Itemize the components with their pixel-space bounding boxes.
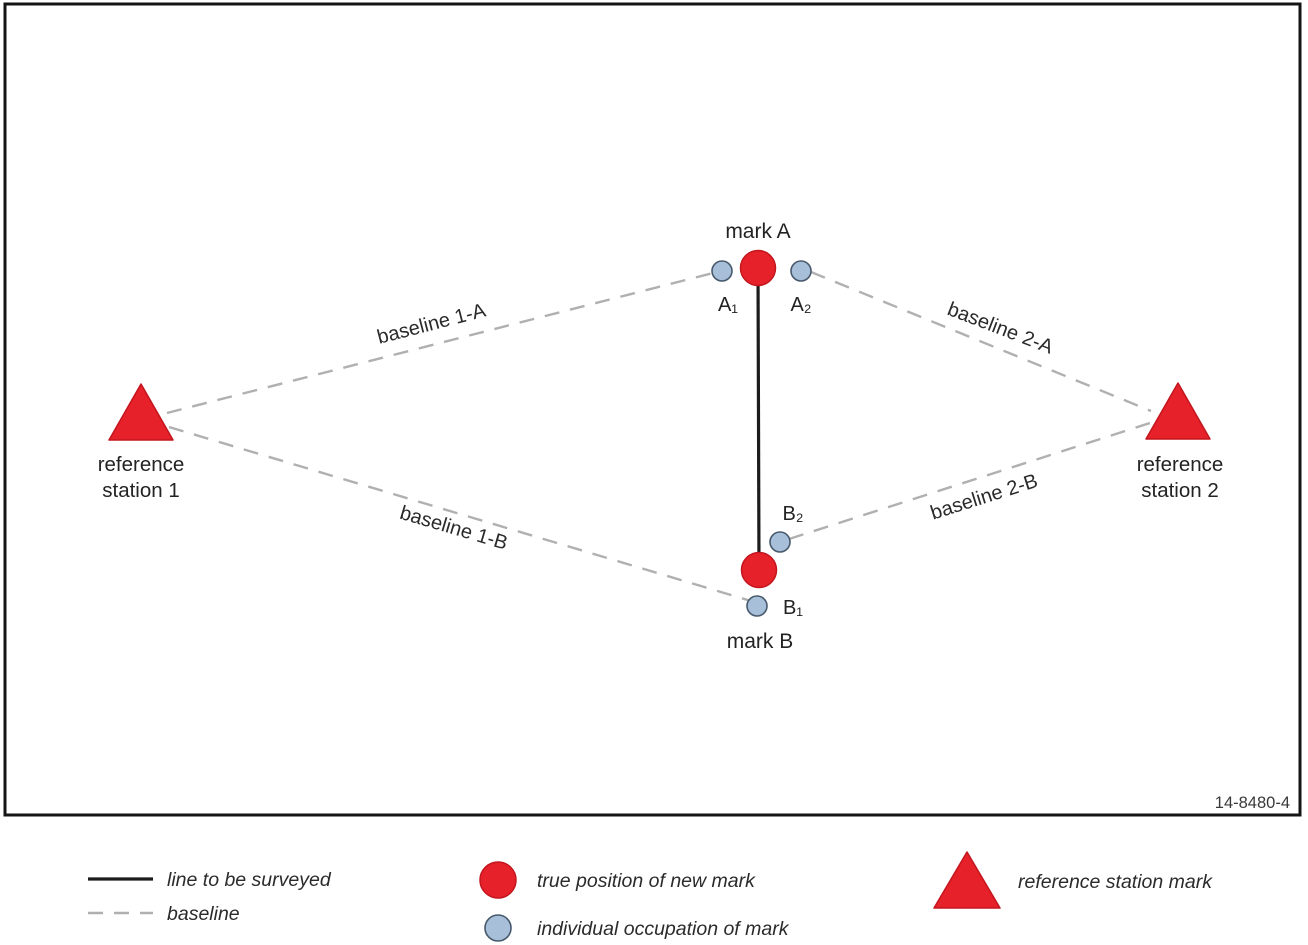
reference-station-2-label-line1: reference xyxy=(1137,453,1224,476)
reference-station-1-label-line1: reference xyxy=(98,453,185,476)
baseline-2a-line xyxy=(810,270,1152,413)
reference-station-2-triangle xyxy=(1145,382,1211,440)
legend-occupation-swatch xyxy=(484,914,512,942)
mark-a-true-position-circle xyxy=(739,249,777,287)
figure-number: 14-8480-4 xyxy=(1215,794,1290,812)
mark-b-occupation-2-label: B₂ xyxy=(782,503,803,525)
mark-b-true-position-circle xyxy=(740,551,778,589)
mark-a-occupation-2-label: A₂ xyxy=(790,294,811,316)
legend-reference-station-label: reference station mark xyxy=(1018,871,1213,893)
legend-baseline-label: baseline xyxy=(167,903,240,925)
legend-occupation-label: individual occupation of mark xyxy=(537,918,790,940)
mark-b-occupation-1-label: B₁ xyxy=(783,597,803,619)
mark-b-occupation-2-circle xyxy=(769,531,791,553)
reference-station-1-label-line2: station 1 xyxy=(102,479,180,502)
baseline-1a-label: baseline 1-A xyxy=(375,299,489,348)
mark-a-label: mark A xyxy=(725,220,790,243)
reference-station-2-label-line2: station 2 xyxy=(1141,479,1219,502)
legend: line to be surveyed baseline true positi… xyxy=(88,851,1213,942)
baseline-1b-label: baseline 1-B xyxy=(397,502,510,555)
baseline-1b-line xyxy=(168,425,752,603)
legend-reference-station-swatch xyxy=(933,851,1001,909)
legend-true-position-swatch xyxy=(479,861,517,899)
baseline-2b-line xyxy=(788,421,1151,541)
mark-b-label: mark B xyxy=(727,630,794,653)
reference-station-1-triangle xyxy=(108,383,174,441)
baseline-2b-label: baseline 2-B xyxy=(928,470,1041,524)
legend-surveyed-line-label: line to be surveyed xyxy=(167,869,332,891)
baseline-1a-line xyxy=(166,271,714,415)
baseline-2a-label: baseline 2-A xyxy=(944,298,1056,359)
mark-a-occupation-1-circle xyxy=(711,260,733,282)
legend-true-position-label: true position of new mark xyxy=(537,870,756,892)
diagram-frame xyxy=(3,2,1302,817)
surveyed-line xyxy=(756,267,761,571)
mark-a-occupation-2-circle xyxy=(790,260,812,282)
mark-b-occupation-1-circle xyxy=(746,595,768,617)
mark-a-occupation-1-label: A₁ xyxy=(718,294,738,316)
